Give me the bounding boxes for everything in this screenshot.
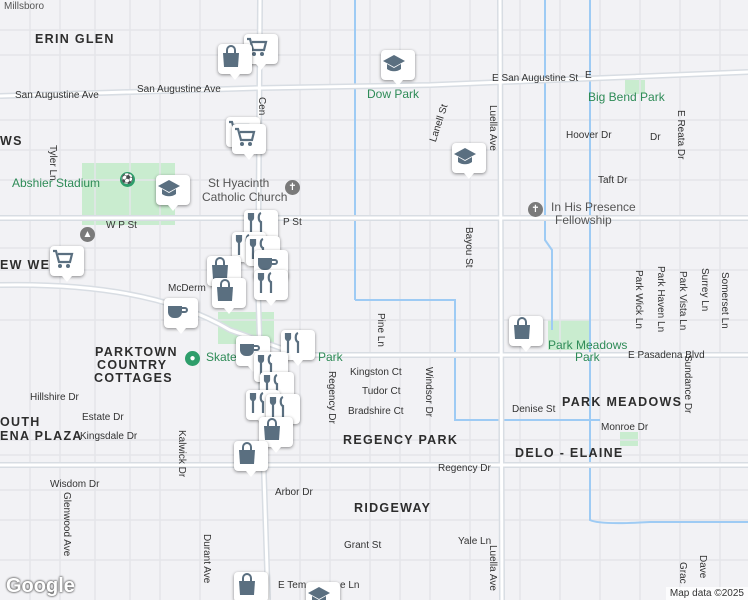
street-label: McDerm xyxy=(168,283,206,294)
church-label[interactable]: In His Presence xyxy=(551,200,636,214)
street-label: E Pasadena Blvd xyxy=(628,350,705,361)
google-logo[interactable]: Google xyxy=(6,575,75,597)
park-label[interactable]: Skate xyxy=(206,350,237,364)
park-label[interactable]: Park xyxy=(318,350,343,364)
street-label: Wisdom Dr xyxy=(50,479,100,490)
street-label: Cen xyxy=(256,97,267,116)
school-icon[interactable] xyxy=(452,143,486,179)
park-label[interactable]: Abshier Stadium xyxy=(12,176,101,190)
street-label: Estate Dr xyxy=(82,412,124,423)
school-icon[interactable] xyxy=(306,582,340,600)
stadium-icon[interactable]: ⚽ xyxy=(120,172,135,187)
street-label: e Ln xyxy=(340,580,360,591)
area-label: PARKTOWN xyxy=(95,345,178,359)
park-label[interactable]: Dow Park xyxy=(367,87,420,101)
cafe-icon[interactable] xyxy=(164,298,198,334)
street-label: E Tem xyxy=(278,580,307,591)
church-icon[interactable]: ✝ xyxy=(285,180,300,195)
street-label: E Reata Dr xyxy=(675,110,686,160)
skatepark-icon[interactable]: ● xyxy=(185,351,200,366)
street-label: Bayou St xyxy=(463,227,474,268)
street-label: E xyxy=(585,70,592,81)
street-label: Denise St xyxy=(512,404,556,415)
street-label: Tyler Ln xyxy=(47,145,58,181)
school-icon[interactable]: ▲ xyxy=(80,227,95,242)
park-label[interactable]: Park xyxy=(575,350,600,364)
church-label[interactable]: St Hyacinth xyxy=(208,176,270,190)
street-label: Tudor Ct xyxy=(362,386,401,397)
shopping-bag-icon[interactable] xyxy=(234,441,268,477)
street-label: Park Haven Ln xyxy=(655,266,666,333)
area-label: OUTH xyxy=(0,415,41,429)
shopping-bag-icon[interactable] xyxy=(234,572,268,600)
school-icon[interactable] xyxy=(156,175,190,211)
area-label: ERIN GLEN xyxy=(35,32,115,46)
shopping-bag-icon[interactable] xyxy=(509,316,543,352)
street-label: Luella Ave xyxy=(487,545,498,591)
street-label: Hillshire Dr xyxy=(30,392,79,403)
shopping-cart-icon[interactable] xyxy=(50,246,84,282)
area-label: RIDGEWAY xyxy=(354,501,432,515)
street-label: Regency Dr xyxy=(438,463,491,474)
area-label: REGENCY PARK xyxy=(343,433,459,447)
street-label: Grant St xyxy=(344,540,382,551)
area-label: COUNTRY xyxy=(97,358,168,372)
street-label: Park Vista Ln xyxy=(677,271,688,331)
park-label[interactable]: Park Meadows xyxy=(548,338,628,352)
street-label: San Augustine Ave xyxy=(137,84,221,95)
street-label: Dr xyxy=(650,132,661,143)
street-label: Grac xyxy=(677,562,688,584)
street-label: Hoover Dr xyxy=(566,130,612,141)
area-label: DELO - ELAINE xyxy=(515,446,624,460)
street-label: Park Wick Ln xyxy=(633,270,644,329)
restaurant-icon[interactable] xyxy=(254,270,288,306)
map-attribution[interactable]: Map data ©2025 xyxy=(665,587,748,600)
street-label: Taft Dr xyxy=(598,175,628,186)
street-label: P St xyxy=(283,217,302,228)
street-label: Kingston Ct xyxy=(350,367,402,378)
street-label: Bradshire Ct xyxy=(348,406,404,417)
street-label: Durant Ave xyxy=(201,534,212,584)
street-label: Yale Ln xyxy=(458,536,492,547)
street-label: Glenwood Ave xyxy=(61,492,72,557)
street-label: E San Augustine St xyxy=(492,73,579,84)
street-label: W P St xyxy=(106,220,137,231)
street-label: Dave xyxy=(697,555,708,579)
shopping-cart-icon[interactable] xyxy=(244,34,278,70)
area-label: PARK MEADOWS xyxy=(562,395,683,409)
street-label: San Augustine Ave xyxy=(15,90,99,101)
church-label[interactable]: Catholic Church xyxy=(202,190,288,204)
park-label[interactable]: Big Bend Park xyxy=(588,90,665,104)
shopping-bag-icon[interactable] xyxy=(212,278,246,314)
street-label: Regency Dr xyxy=(326,371,337,424)
school-icon[interactable] xyxy=(381,50,415,86)
street-label: Pine Ln xyxy=(375,313,386,347)
street-label: Kalwick Dr xyxy=(176,430,187,478)
street-label: Somerset Ln xyxy=(719,272,730,329)
shopping-cart-icon[interactable] xyxy=(232,124,266,160)
church-icon[interactable]: ✝ xyxy=(528,202,543,217)
street-label: Monroe Dr xyxy=(601,422,649,433)
street-label: Arbor Dr xyxy=(275,487,313,498)
street-label: Luella Ave xyxy=(487,105,498,151)
street-label: Millsboro xyxy=(4,1,45,12)
street-label: Windsor Dr xyxy=(423,367,434,418)
area-label: WS xyxy=(0,134,23,148)
street-label: Sundance Dr xyxy=(682,355,693,414)
street-label: Kingsdale Dr xyxy=(80,431,138,442)
church-label[interactable]: Fellowship xyxy=(555,213,612,227)
area-label: EW WE xyxy=(0,258,51,272)
area-label: COTTAGES xyxy=(94,371,173,385)
shopping-bag-icon[interactable] xyxy=(218,44,252,80)
area-label: ENA PLAZA xyxy=(0,429,83,443)
street-label: Surrey Ln xyxy=(699,268,710,312)
